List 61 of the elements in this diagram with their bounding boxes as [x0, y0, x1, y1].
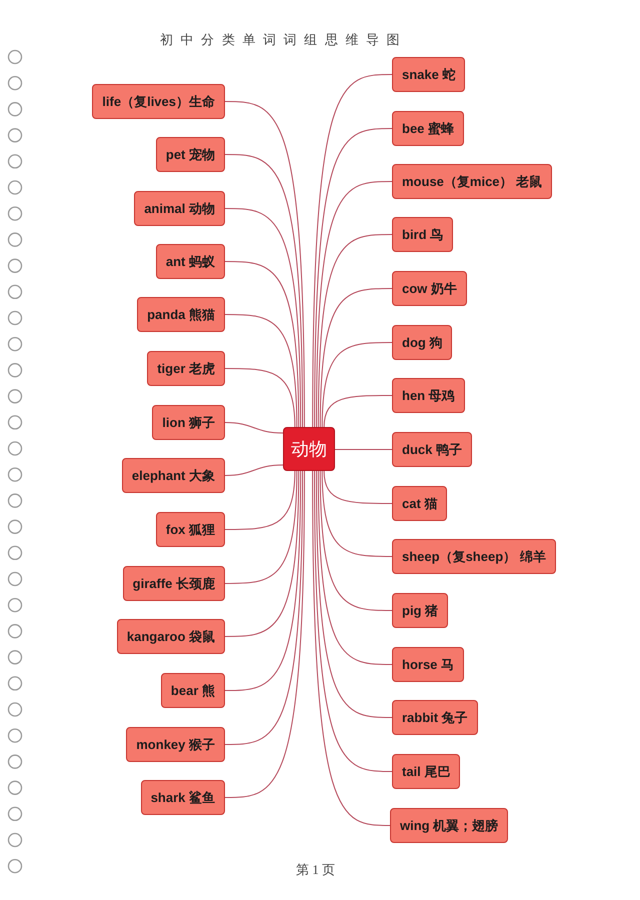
- connector-line: [312, 470, 390, 826]
- connector-line: [314, 128, 392, 428]
- connector-line: [224, 101, 305, 428]
- topic-box: pet 宠物: [156, 137, 225, 172]
- topic-box: animal 动物: [134, 191, 225, 226]
- topic-box: mouse（复mice） 老鼠: [392, 164, 552, 199]
- topic-box: bee 蜜蜂: [392, 111, 464, 146]
- page-title: 初中分类单词词组思维导图: [160, 31, 408, 49]
- page-number: 第 1 页: [296, 861, 335, 879]
- connector-line: [224, 470, 296, 530]
- topic-box: rabbit 兔子: [392, 700, 478, 735]
- topic-box: pig 猪: [392, 593, 448, 628]
- topic-box: ant 蚂蚁: [156, 244, 225, 279]
- connector-line: [224, 261, 300, 428]
- connector-line: [224, 422, 284, 434]
- topic-box: dog 狗: [392, 325, 452, 360]
- connector-line: [224, 464, 284, 476]
- connector-line: [224, 470, 304, 745]
- connector-line: [224, 368, 296, 428]
- topic-box: fox 狐狸: [156, 512, 225, 547]
- central-topic-box: 动物: [283, 427, 335, 471]
- topic-box: giraffe 长颈鹿: [122, 566, 225, 601]
- connector-line: [224, 208, 302, 428]
- connector-line: [334, 449, 392, 450]
- topic-box: hen 母鸡: [392, 378, 465, 413]
- topic-box: cow 奶牛: [392, 271, 467, 306]
- topic-box: sheep（复sheep） 绵羊: [392, 539, 556, 574]
- topic-box: monkey 猴子: [126, 727, 225, 762]
- connector-line: [322, 342, 392, 428]
- connector-line: [224, 470, 298, 584]
- connector-line: [320, 288, 392, 428]
- connector-line: [224, 470, 302, 691]
- topic-box: cat 猫: [392, 486, 448, 521]
- connector-line: [314, 470, 392, 772]
- connector-line: [224, 314, 298, 428]
- topic-box: elephant 大象: [122, 458, 225, 493]
- topic-box: bear 熊: [160, 673, 225, 708]
- topic-box: duck 鸭子: [392, 432, 472, 467]
- topic-box: snake 蛇: [392, 57, 466, 92]
- topic-box: wing 机翼；翅膀: [390, 808, 508, 843]
- connector-line: [324, 395, 392, 428]
- connector-line: [316, 470, 392, 718]
- topic-box: life（复lives）生命: [92, 84, 225, 119]
- connector-line: [322, 470, 392, 557]
- topic-box: lion 狮子: [152, 405, 225, 440]
- connector-line: [316, 181, 392, 428]
- connector-line: [318, 470, 392, 665]
- connector-line: [318, 234, 392, 428]
- topic-box: bird 鸟: [392, 217, 454, 252]
- topic-box: kangaroo 袋鼠: [116, 619, 225, 654]
- connector-line: [224, 154, 304, 428]
- topic-box: tail 尾巴: [392, 754, 460, 789]
- topic-box: shark 鲨鱼: [140, 780, 225, 815]
- connector-line: [324, 470, 392, 504]
- connector-line: [224, 470, 305, 798]
- connector-line: [320, 470, 392, 611]
- topic-box: panda 熊猫: [137, 297, 225, 332]
- connector-line: [224, 470, 300, 637]
- connector-line: [312, 74, 392, 428]
- topic-box: tiger 老虎: [147, 351, 225, 386]
- topic-box: horse 马: [392, 647, 464, 682]
